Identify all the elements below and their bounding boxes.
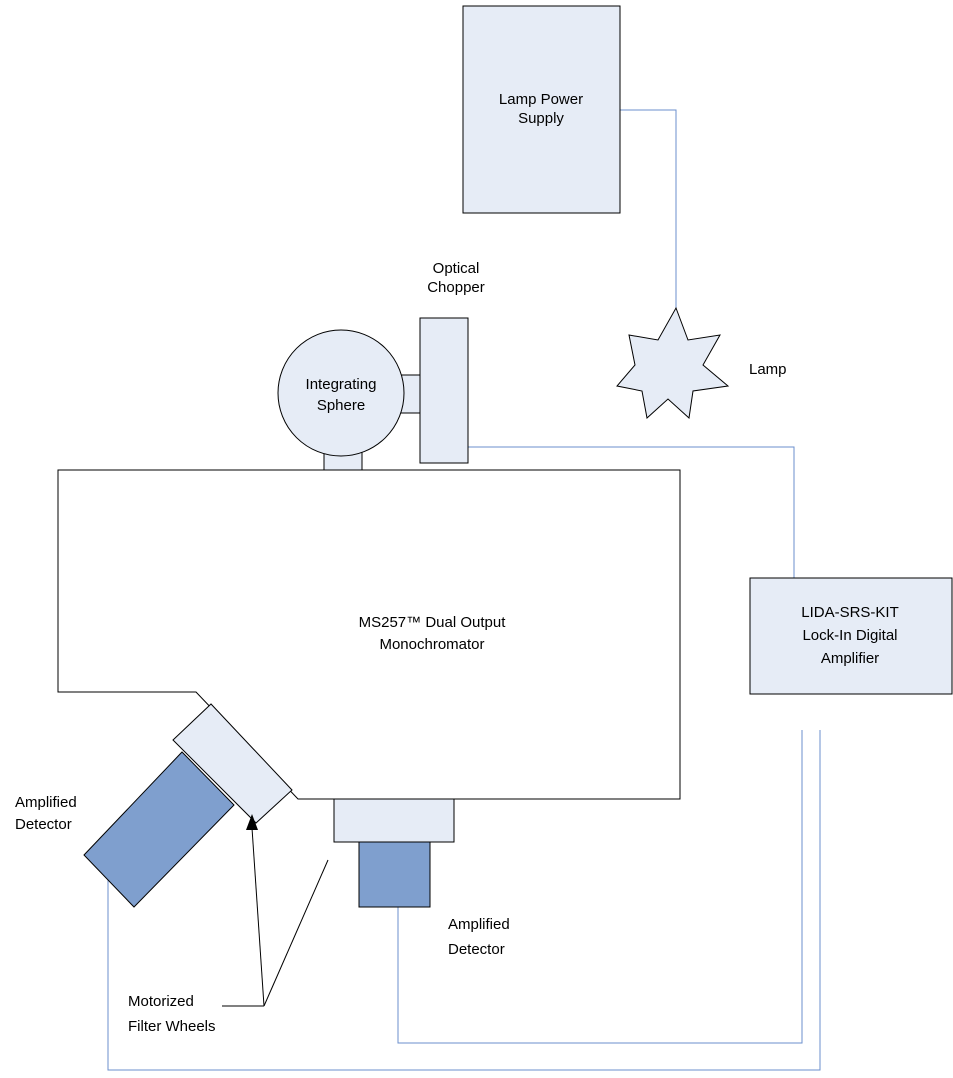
- lock-in-amplifier: LIDA-SRS-KIT Lock-In Digital Amplifier: [749, 577, 953, 695]
- monochromator-label-line1: MS257™ Dual Output: [359, 614, 507, 631]
- filter-wheels-label-line1: Motorized: [128, 993, 194, 1010]
- connection-wires: [107, 109, 821, 1071]
- filter-wheels-label-line2: Filter Wheels: [128, 1018, 216, 1035]
- filter-wheel-bottom: [333, 798, 455, 843]
- optical-chopper-label-line1: Optical: [433, 260, 480, 277]
- lock-in-amplifier-label-line3: Amplifier: [821, 650, 879, 667]
- lock-in-amplifier-label-line1: LIDA-SRS-KIT: [801, 604, 899, 621]
- optical-chopper-box: [419, 317, 469, 464]
- integrating-sphere-circle: [277, 329, 405, 457]
- lamp-label: Lamp: [749, 361, 787, 378]
- lock-in-amplifier-box: [749, 577, 953, 695]
- optical-chopper: Optical Chopper: [419, 260, 485, 464]
- amplified-detector-bottom-body: [358, 841, 431, 908]
- lamp-power-supply-label-line1: Lamp Power: [499, 91, 583, 108]
- amplified-detector-bottom-label-line2: Detector: [448, 941, 505, 958]
- integrating-sphere-label-line2: Sphere: [317, 397, 365, 414]
- wire-power-supply-to-lamp: [620, 109, 677, 308]
- amplified-detector-left-label-line2: Detector: [15, 816, 72, 833]
- callout-pointer-to-bottom-wheel: [263, 859, 329, 1007]
- amplified-detector-left-body: [83, 751, 235, 908]
- monochromator-body: [57, 469, 681, 800]
- amplified-detector-bottom: Amplified Detector: [333, 798, 510, 958]
- callout-pointer-to-left-wheel: [251, 827, 265, 1007]
- monochromator: MS257™ Dual Output Monochromator: [57, 469, 681, 800]
- lamp: Lamp: [616, 306, 787, 419]
- wire-chopper-to-lock-in: [468, 446, 795, 578]
- lamp-star-icon: [616, 306, 730, 419]
- lamp-power-supply: Lamp Power Supply: [462, 5, 621, 214]
- monochromator-label-line2: Monochromator: [379, 636, 484, 653]
- wire-left-detector-to-lock-in: [107, 730, 821, 1071]
- optical-chopper-label-line2: Chopper: [427, 279, 485, 296]
- lock-in-amplifier-label-line2: Lock-In Digital: [802, 627, 897, 644]
- amplified-detector-left-label-line1: Amplified: [15, 794, 77, 811]
- filter-wheel-left: [172, 703, 293, 824]
- arrowhead-icon: [246, 814, 258, 830]
- filter-wheels-callout: Motorized Filter Wheels: [128, 814, 329, 1035]
- integrating-sphere-label-line1: Integrating: [306, 376, 377, 393]
- wire-bottom-detector-to-lock-in: [397, 730, 803, 1044]
- amplified-detector-left: Amplified Detector: [15, 703, 293, 908]
- amplified-detector-bottom-label-line1: Amplified: [448, 916, 510, 933]
- lamp-power-supply-box: [462, 5, 621, 214]
- lamp-power-supply-label-line2: Supply: [518, 110, 564, 127]
- integrating-sphere: Integrating Sphere: [277, 329, 421, 473]
